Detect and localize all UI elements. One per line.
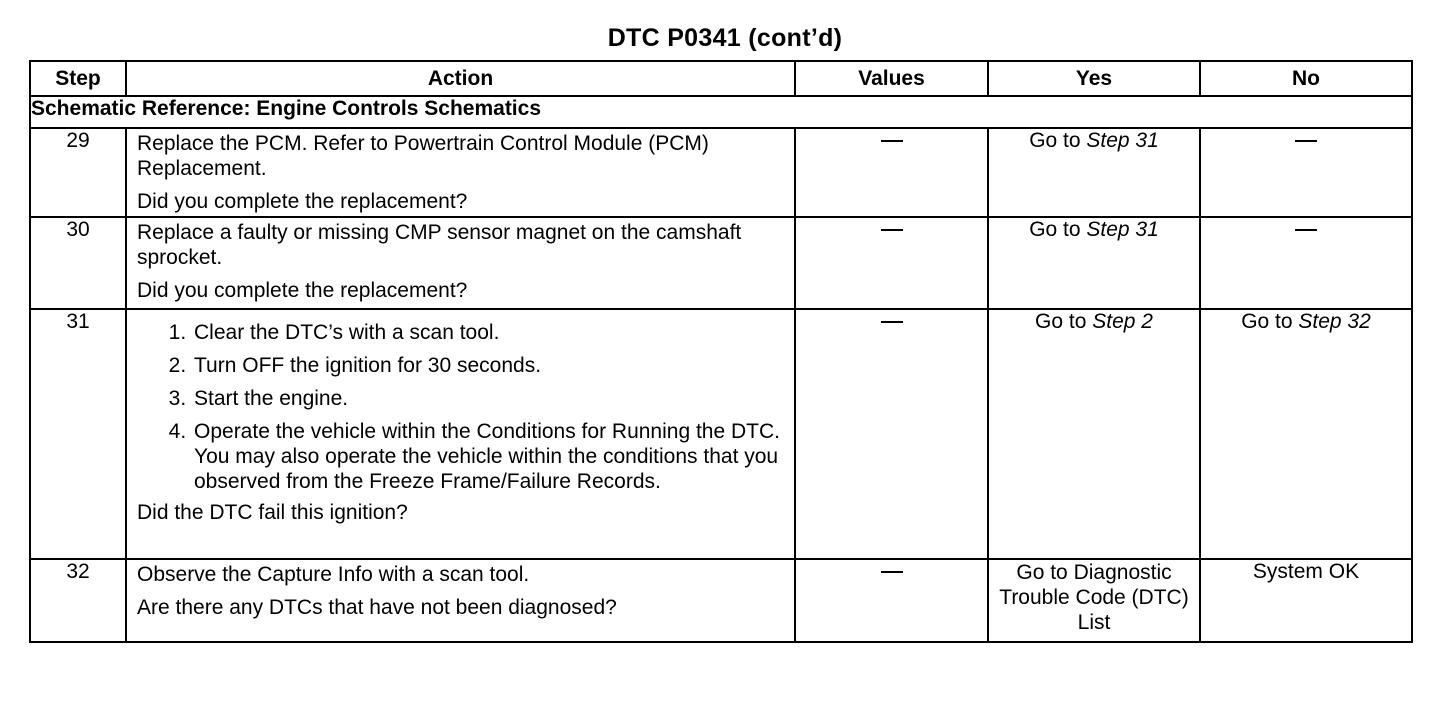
yes-step-link: Step 2	[1092, 310, 1153, 333]
table-row: 29 Replace the PCM. Refer to Powertrain …	[29, 127, 1413, 218]
step-number: 30	[29, 216, 127, 310]
header-yes: Yes	[987, 60, 1201, 97]
step-number: 29	[29, 127, 127, 218]
diagnostic-table: Step Action Values Yes No Schematic Refe…	[29, 60, 1413, 643]
yes-cell: Go to Step 31	[987, 127, 1201, 218]
action-question: Did you complete the replacement?	[137, 190, 468, 213]
list-item: Start the engine.	[192, 386, 786, 411]
dash-icon	[1295, 229, 1317, 232]
step-number: 31	[29, 308, 127, 560]
no-prefix: Go to	[1241, 310, 1299, 333]
page-title: DTC P0341 (cont’d)	[607, 24, 843, 52]
list-item: Operate the vehicle within the Condition…	[192, 419, 786, 494]
action-question: Are there any DTCs that have not been di…	[137, 596, 617, 619]
table-row: 31 Clear the DTC’s with a scan tool. Tur…	[29, 308, 1413, 560]
yes-prefix: Go to	[1029, 129, 1087, 152]
values-cell	[794, 127, 989, 218]
schematic-reference-row: Schematic Reference: Engine Controls Sch…	[29, 95, 1413, 129]
action-cell: Replace the PCM. Refer to Powertrain Con…	[125, 127, 796, 218]
no-cell: Go to Step 32	[1199, 308, 1413, 560]
yes-cell: Go to Diagnostic Trouble Code (DTC) List	[987, 558, 1201, 643]
yes-step-link: Step 31	[1086, 218, 1159, 241]
action-cell: Replace a faulty or missing CMP sensor m…	[125, 216, 796, 310]
step-number: 32	[29, 558, 127, 643]
header-values: Values	[794, 60, 989, 97]
values-cell	[794, 216, 989, 310]
dash-icon	[880, 140, 903, 143]
action-question: Did the DTC fail this ignition?	[137, 501, 408, 524]
no-cell: System OK	[1199, 558, 1413, 643]
list-item: Turn OFF the ignition for 30 seconds.	[192, 353, 786, 378]
action-text: Observe the Capture Info with a scan too…	[137, 563, 530, 586]
header-step: Step	[29, 60, 127, 97]
values-cell	[794, 308, 989, 560]
yes-prefix: Go to	[1035, 310, 1093, 333]
yes-cell: Go to Step 2	[987, 308, 1201, 560]
procedure-list: Clear the DTC’s with a scan tool. Turn O…	[137, 320, 786, 494]
values-cell	[794, 558, 989, 643]
action-cell: Observe the Capture Info with a scan too…	[125, 558, 796, 643]
dash-icon	[880, 229, 903, 232]
dash-icon	[880, 571, 903, 574]
schematic-reference: Schematic Reference: Engine Controls Sch…	[29, 95, 1413, 129]
no-cell	[1199, 216, 1413, 310]
table-row: 32 Observe the Capture Info with a scan …	[29, 558, 1413, 643]
dash-icon	[880, 321, 903, 324]
action-text: Replace the PCM. Refer to Powertrain Con…	[137, 132, 709, 180]
header-row: Step Action Values Yes No	[29, 60, 1413, 97]
yes-step-link: Step 31	[1086, 129, 1159, 152]
header-no: No	[1199, 60, 1413, 97]
action-question: Did you complete the replacement?	[137, 279, 468, 302]
action-text: Replace a faulty or missing CMP sensor m…	[137, 221, 742, 269]
yes-cell: Go to Step 31	[987, 216, 1201, 310]
header-action: Action	[125, 60, 796, 97]
no-step-link: Step 32	[1298, 310, 1371, 333]
action-cell: Clear the DTC’s with a scan tool. Turn O…	[125, 308, 796, 560]
no-cell	[1199, 127, 1413, 218]
dash-icon	[1295, 140, 1317, 143]
yes-prefix: Go to	[1029, 218, 1087, 241]
list-item: Clear the DTC’s with a scan tool.	[192, 320, 786, 345]
table-row: 30 Replace a faulty or missing CMP senso…	[29, 216, 1413, 310]
